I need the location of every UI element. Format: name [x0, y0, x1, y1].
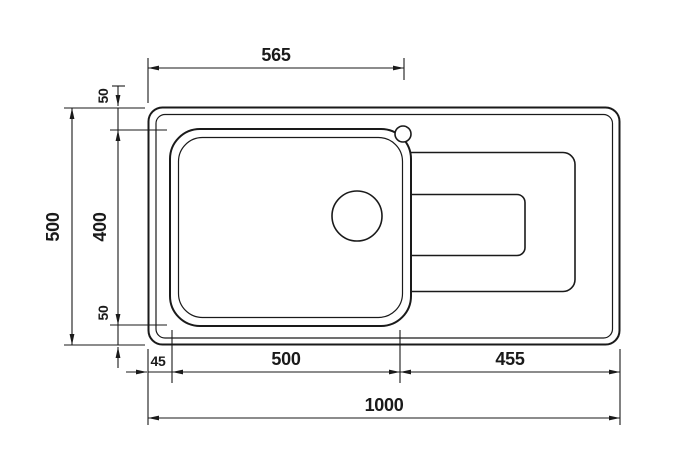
dim-overall-width: 1000	[147, 349, 621, 425]
bowl-inner	[177, 136, 404, 319]
dim-bottom-inset: 50	[95, 305, 121, 368]
dim-top-inset: 50	[95, 85, 125, 130]
dim-drainer-width-label: 455	[495, 349, 524, 369]
dim-top-inset-label: 50	[95, 88, 111, 103]
dim-top-width: 565	[147, 45, 405, 103]
dim-overall-width-label: 1000	[365, 395, 404, 415]
tap-hole	[394, 125, 412, 143]
dim-drainer-width: 455	[400, 349, 620, 375]
dim-overall-depth: 500	[43, 107, 145, 346]
sink-outline	[147, 106, 621, 346]
drainboard-inner	[394, 193, 526, 257]
dim-bowl-depth-label: 400	[90, 212, 110, 241]
sink-rim-inner	[155, 113, 614, 339]
dim-bowl-width: 500	[171, 330, 401, 383]
dim-bowl-depth: 400	[90, 129, 167, 326]
dim-bottom-inset-label: 50	[95, 305, 111, 320]
dim-bowl-width-label: 500	[271, 349, 300, 369]
dim-overall-depth-label: 500	[43, 212, 63, 241]
drain-hole	[331, 190, 383, 242]
bowl-outline	[169, 128, 412, 327]
dim-left-inset-label: 45	[151, 353, 166, 369]
drainboard-outline	[394, 151, 576, 293]
dim-left-inset: 45	[126, 353, 172, 375]
dim-top-width-label: 565	[261, 45, 290, 65]
